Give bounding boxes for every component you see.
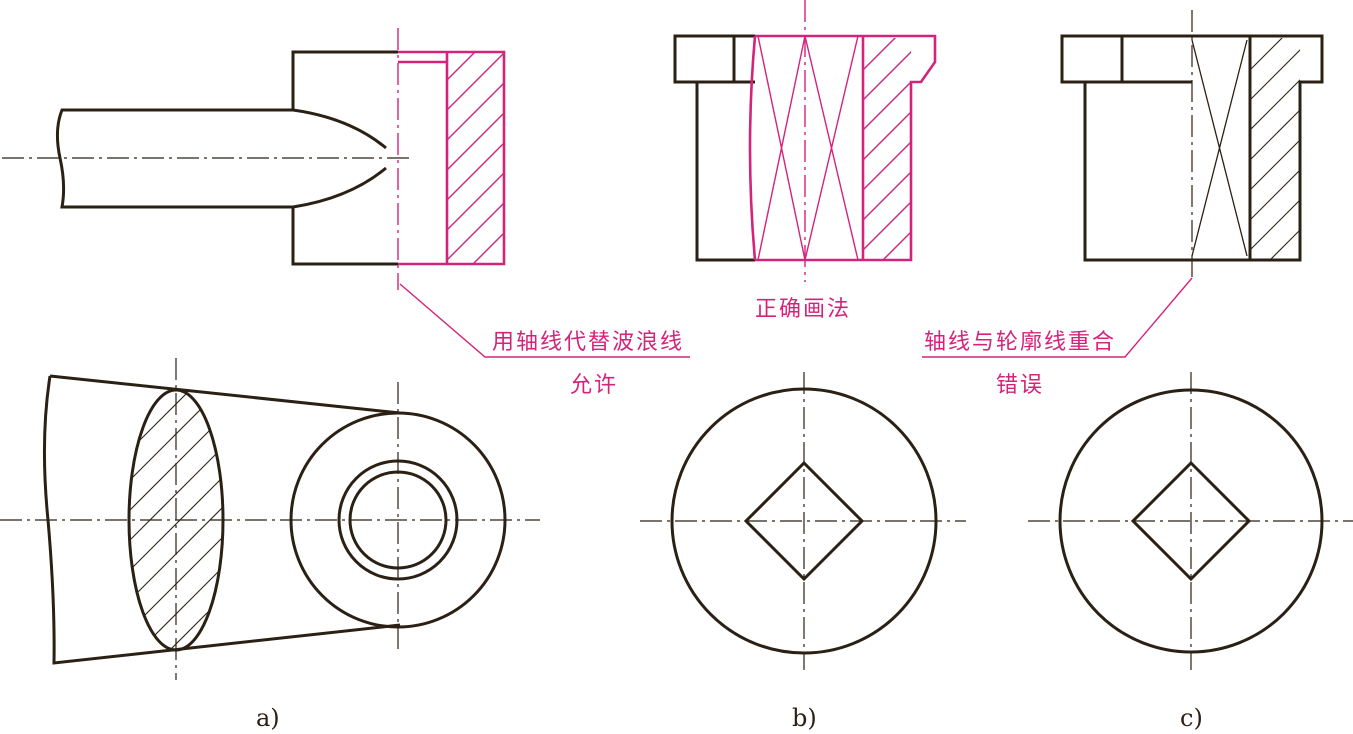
figure-a-lever-view — [0, 358, 540, 680]
section-hatch-a — [447, 52, 504, 264]
square-head-b — [743, 460, 865, 582]
section-outline — [398, 50, 506, 266]
annotation-axis-coincides: 轴线与轮廓线重合 — [924, 330, 1116, 355]
body-outline-left — [291, 50, 398, 266]
annotation-wrong: 错误 — [996, 373, 1044, 398]
annotation-correct: 正确画法 — [755, 297, 851, 322]
leader-line-a — [399, 283, 690, 358]
section-hatch-b — [863, 38, 911, 260]
drill-tip-curve-upper — [292, 108, 387, 150]
section-bore-edge — [398, 60, 449, 264]
figure-c-end-view — [1028, 372, 1353, 670]
shaft-outline — [55, 108, 293, 209]
flat-face-cross-lines-c — [1191, 39, 1248, 257]
section-outline-c — [1060, 34, 1324, 262]
annotation-allowed: 允许 — [570, 373, 618, 398]
annotation-axis-replaces-break: 用轴线代替波浪线 — [492, 330, 684, 355]
figure-label-b: b) — [792, 704, 817, 732]
section-outline-b — [755, 34, 937, 262]
flange-outline-b — [673, 34, 755, 262]
section-hatch-c — [1250, 38, 1300, 260]
leader-line-c — [922, 277, 1193, 358]
figure-a-section-view — [2, 28, 690, 358]
figure-label-a: a) — [256, 704, 280, 732]
figure-b-section-view — [673, 0, 937, 282]
drill-tip-curve-lower — [292, 166, 387, 209]
figure-label-c: c) — [1180, 704, 1203, 732]
square-head-c — [1130, 460, 1252, 582]
figure-c-section-view — [922, 10, 1324, 358]
flat-face-cross-lines-b — [757, 35, 859, 261]
figure-b-end-view — [640, 372, 966, 670]
